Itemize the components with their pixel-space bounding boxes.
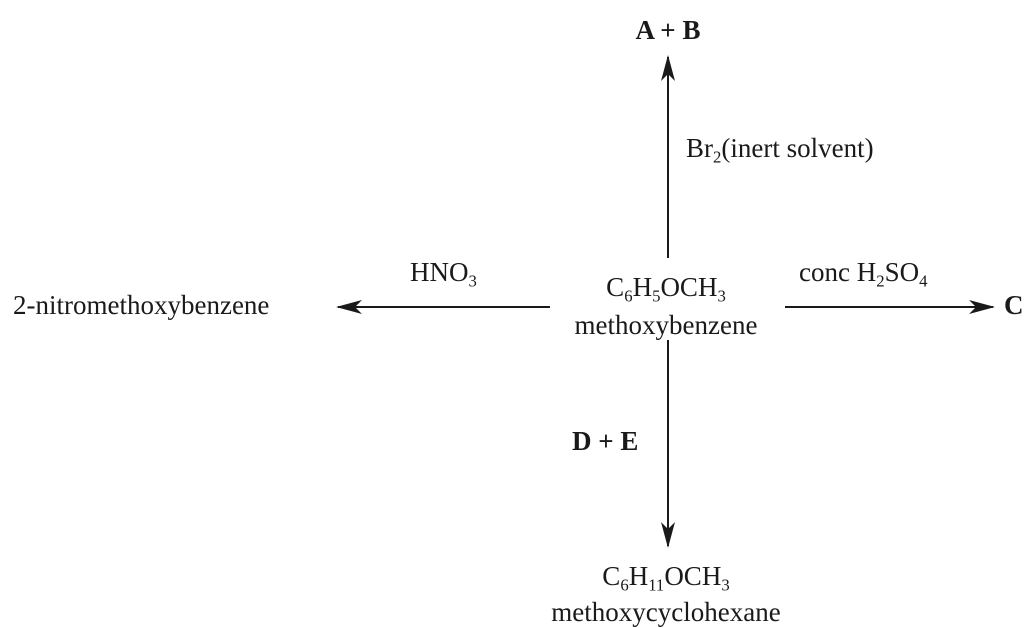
reagent-d-plus-e: D + E [572, 426, 639, 456]
reagent-nitric-acid: HNO3 [410, 257, 477, 291]
product-a-plus-b: A + B [635, 15, 701, 45]
reagent-sulfuric-acid: conc H2SO4 [799, 257, 928, 291]
center-name: methoxybenzene [574, 310, 758, 340]
product-c: C [1004, 290, 1024, 320]
bottom-formula: C6H11OCH3 [602, 561, 730, 595]
reagent-bromine: Br2(inert solvent) [686, 133, 874, 167]
bottom-name: methoxycyclohexane [551, 597, 781, 627]
product-2-nitromethoxybenzene: 2-nitromethoxybenzene [13, 290, 270, 320]
center-formula: C6H5OCH3 [606, 272, 726, 306]
